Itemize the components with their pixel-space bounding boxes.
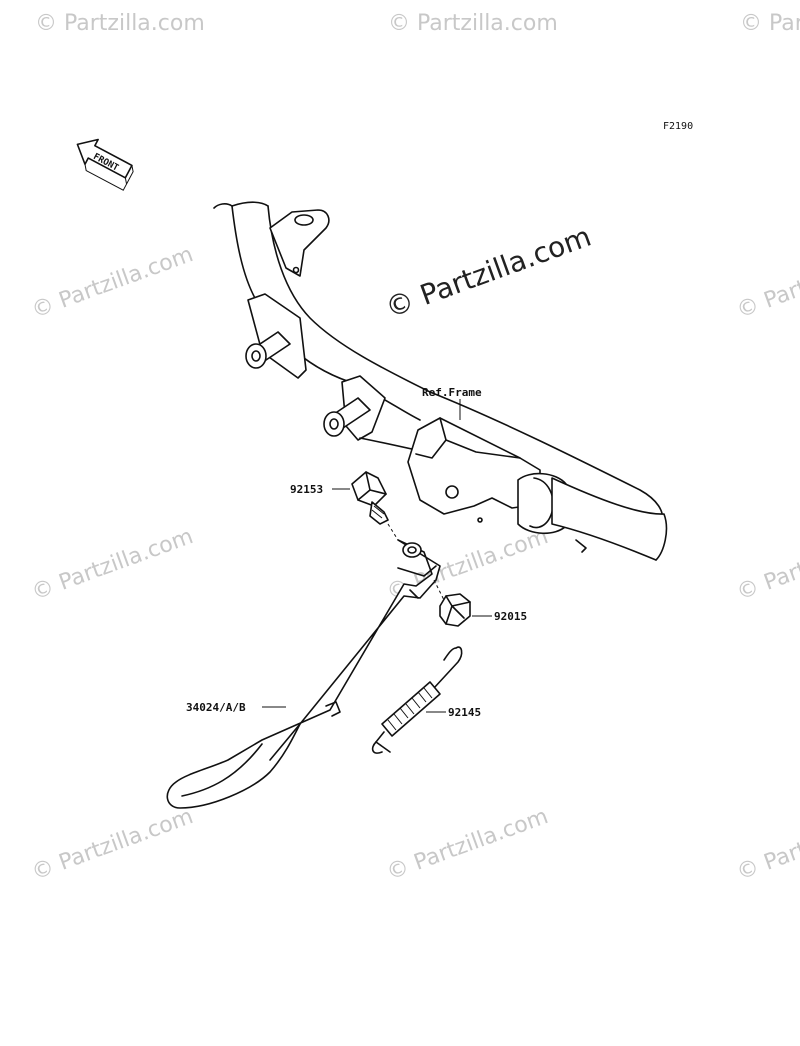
watermark: © Partzilla.com	[29, 804, 197, 886]
watermark: © Partzilla.com	[29, 524, 197, 606]
frame: Ref.Frame	[213, 201, 668, 561]
watermark: © Partzilla.com	[384, 804, 552, 886]
part-number-label: 92015	[494, 610, 527, 623]
watermark-main: © Partzilla.com	[381, 220, 595, 325]
watermark: © Partzilla.com	[29, 242, 197, 324]
spring-coils	[381, 681, 441, 737]
part-number-label: 92145	[448, 706, 481, 719]
watermark: © Partzilla.com	[35, 11, 205, 36]
front-arrow-icon: FRONT	[76, 138, 134, 191]
part-34024-side-stand	[166, 539, 445, 809]
watermark: © Partzilla.com	[388, 11, 558, 36]
part-92153-bolt	[351, 471, 399, 541]
part-92145-spring	[371, 646, 463, 754]
part-92015-nut	[439, 593, 471, 627]
diagram-code: F2190	[663, 121, 693, 132]
watermark: © Partzilla.com	[734, 242, 800, 324]
part-number-label: 34024/A/B	[186, 701, 246, 714]
watermark: © Partzilla.com	[734, 804, 800, 886]
ref-frame-label: Ref.Frame	[422, 386, 482, 399]
part-number-label: 92153	[290, 483, 323, 496]
watermark: © Partzilla.com	[734, 524, 800, 606]
watermark: © Partzilla.com	[740, 11, 800, 36]
